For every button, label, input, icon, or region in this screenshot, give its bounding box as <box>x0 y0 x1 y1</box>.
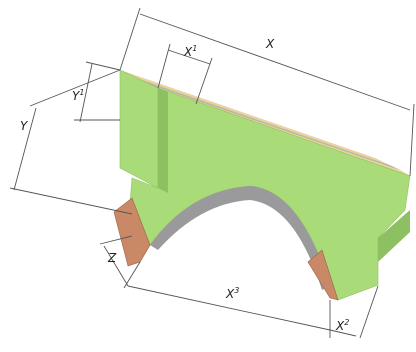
left-end-side <box>158 88 168 193</box>
label-x: X <box>265 37 275 51</box>
label-x3-base: X <box>225 287 235 301</box>
label-x1: X1 <box>183 44 197 59</box>
top-stripe-tan-back <box>120 70 392 166</box>
label-x2-base: X <box>335 319 345 333</box>
label-x1-base: X <box>183 45 193 59</box>
left-pier-cut <box>113 197 151 267</box>
label-x2: X2 <box>335 318 349 333</box>
dimension-lines <box>9 7 415 339</box>
label-y1: Y1 <box>72 88 84 103</box>
label-y1-sup: 1 <box>79 88 84 97</box>
top-stripe-gray <box>136 78 402 171</box>
label-z: Z <box>107 251 117 265</box>
dimension-labels: X X1 Y1 Y Z X3 X2 <box>20 37 349 333</box>
right-pier-cut <box>307 249 339 301</box>
label-x2-sup: 2 <box>344 318 349 327</box>
arch-solid <box>113 69 411 301</box>
label-x3: X3 <box>225 286 239 301</box>
right-lower-face <box>378 210 410 262</box>
label-x1-sup: 1 <box>192 44 197 53</box>
label-x3-sup: 3 <box>234 286 239 295</box>
left-end-face <box>119 69 159 189</box>
arch-underside <box>150 186 330 290</box>
label-y: Y <box>20 119 29 133</box>
label-y1-base: Y <box>72 89 81 103</box>
